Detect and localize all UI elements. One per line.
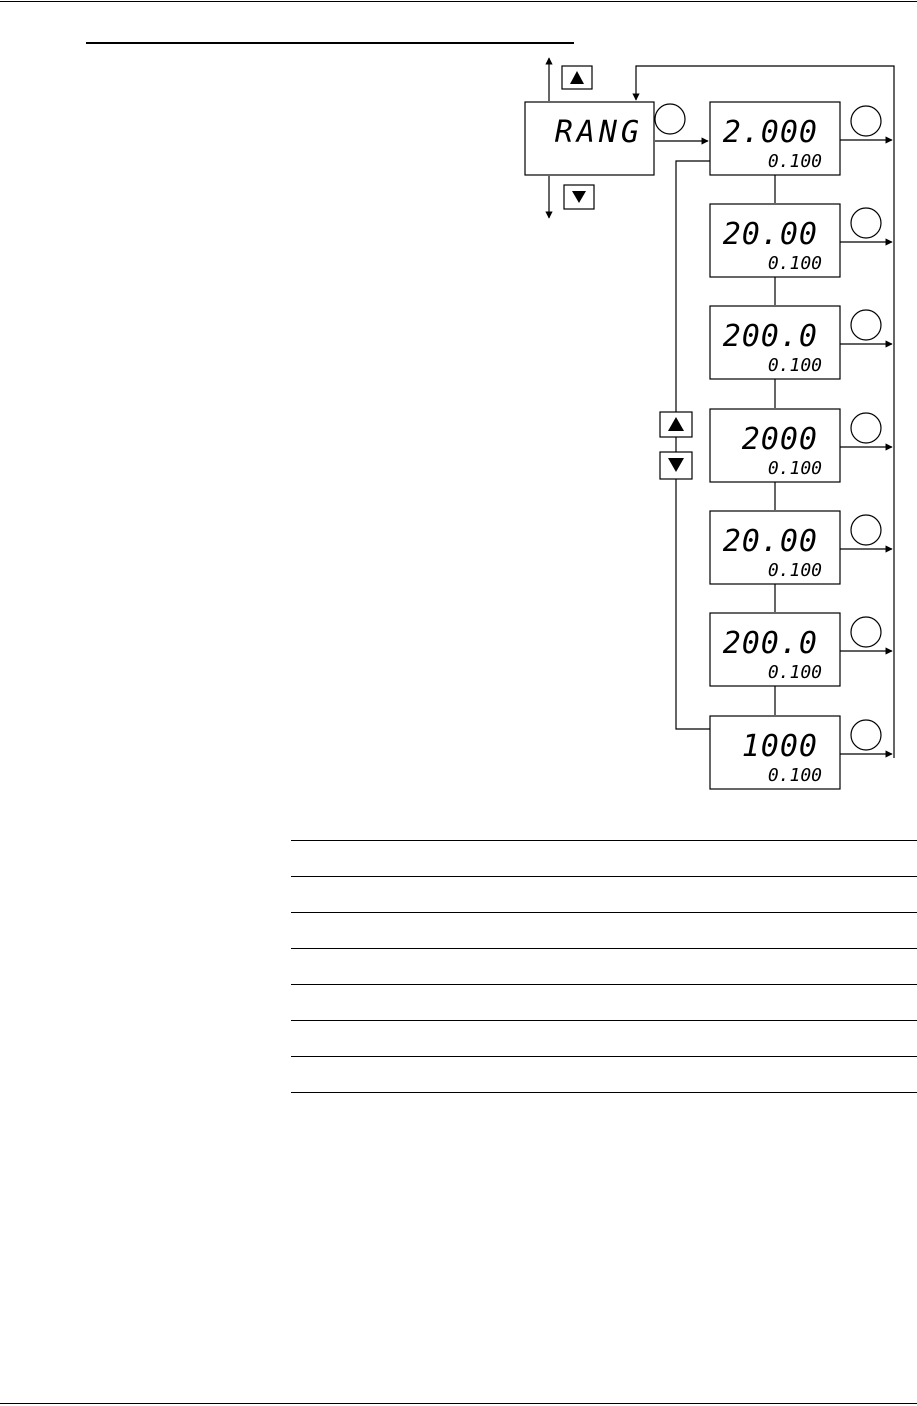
- range-resolution: 0.100: [768, 560, 822, 581]
- range-resolution: 0.100: [768, 458, 822, 479]
- range-menu-diagram: RANG 2.0000.10020.000.100200.00.10020000…: [524, 57, 895, 790]
- range-box: [709, 305, 841, 380]
- range-value: 20.00: [723, 217, 818, 252]
- top-rule: [0, 1, 917, 2]
- cycle-up-key-icon: [659, 411, 693, 438]
- range-resolution: 0.100: [768, 253, 822, 274]
- enter-key-icon: [654, 103, 686, 135]
- table-rule: [291, 984, 917, 985]
- range-option-3: 200.00.100: [709, 305, 893, 380]
- enter-key-icon: [850, 105, 882, 137]
- range-option-6: 200.00.100: [709, 612, 893, 687]
- range-box: [709, 510, 841, 585]
- range-value: 20.00: [723, 524, 818, 559]
- table-rule: [291, 1020, 917, 1021]
- rang-label: RANG: [555, 115, 643, 150]
- table-rule: [291, 948, 917, 949]
- range-option-5: 20.000.100: [709, 510, 893, 585]
- range-boxes: 2.0000.10020.000.100200.00.10020000.1002…: [709, 101, 893, 790]
- enter-key-icon: [850, 207, 882, 239]
- range-box: [709, 612, 841, 687]
- cycle-down-key-icon: [659, 451, 693, 480]
- range-value: 2000: [742, 422, 818, 457]
- range-resolution: 0.100: [768, 151, 822, 172]
- range-resolution: 0.100: [768, 355, 822, 376]
- range-box: [709, 101, 841, 176]
- enter-key-icon: [850, 412, 882, 444]
- enter-key-icon: [850, 719, 882, 751]
- table-rule: [291, 876, 917, 877]
- range-value: 1000: [742, 729, 818, 764]
- range-box: [709, 203, 841, 278]
- left-cycle-line: [675, 160, 710, 730]
- range-value: 200.0: [723, 626, 818, 661]
- enter-key-icon: [850, 514, 882, 546]
- up-arrow-key-icon: [561, 65, 593, 90]
- range-resolution: 0.100: [768, 765, 822, 786]
- enter-key-icon: [850, 616, 882, 648]
- heading-underline: [86, 42, 574, 44]
- range-box: [709, 715, 841, 790]
- range-option-2: 20.000.100: [709, 203, 893, 278]
- table-rule: [291, 1092, 917, 1093]
- rang-display: RANG: [524, 101, 655, 176]
- down-arrow-key-icon: [563, 184, 595, 210]
- range-box: [709, 408, 841, 483]
- table-rule: [291, 912, 917, 913]
- table-rule: [291, 1056, 917, 1057]
- return-loop-line: [632, 65, 895, 758]
- enter-key-icon: [850, 309, 882, 341]
- range-value: 200.0: [723, 319, 818, 354]
- range-value: 2.000: [723, 115, 818, 150]
- range-resolution: 0.100: [768, 662, 822, 683]
- bottom-rule: [0, 1403, 917, 1404]
- table-rule: [291, 840, 917, 841]
